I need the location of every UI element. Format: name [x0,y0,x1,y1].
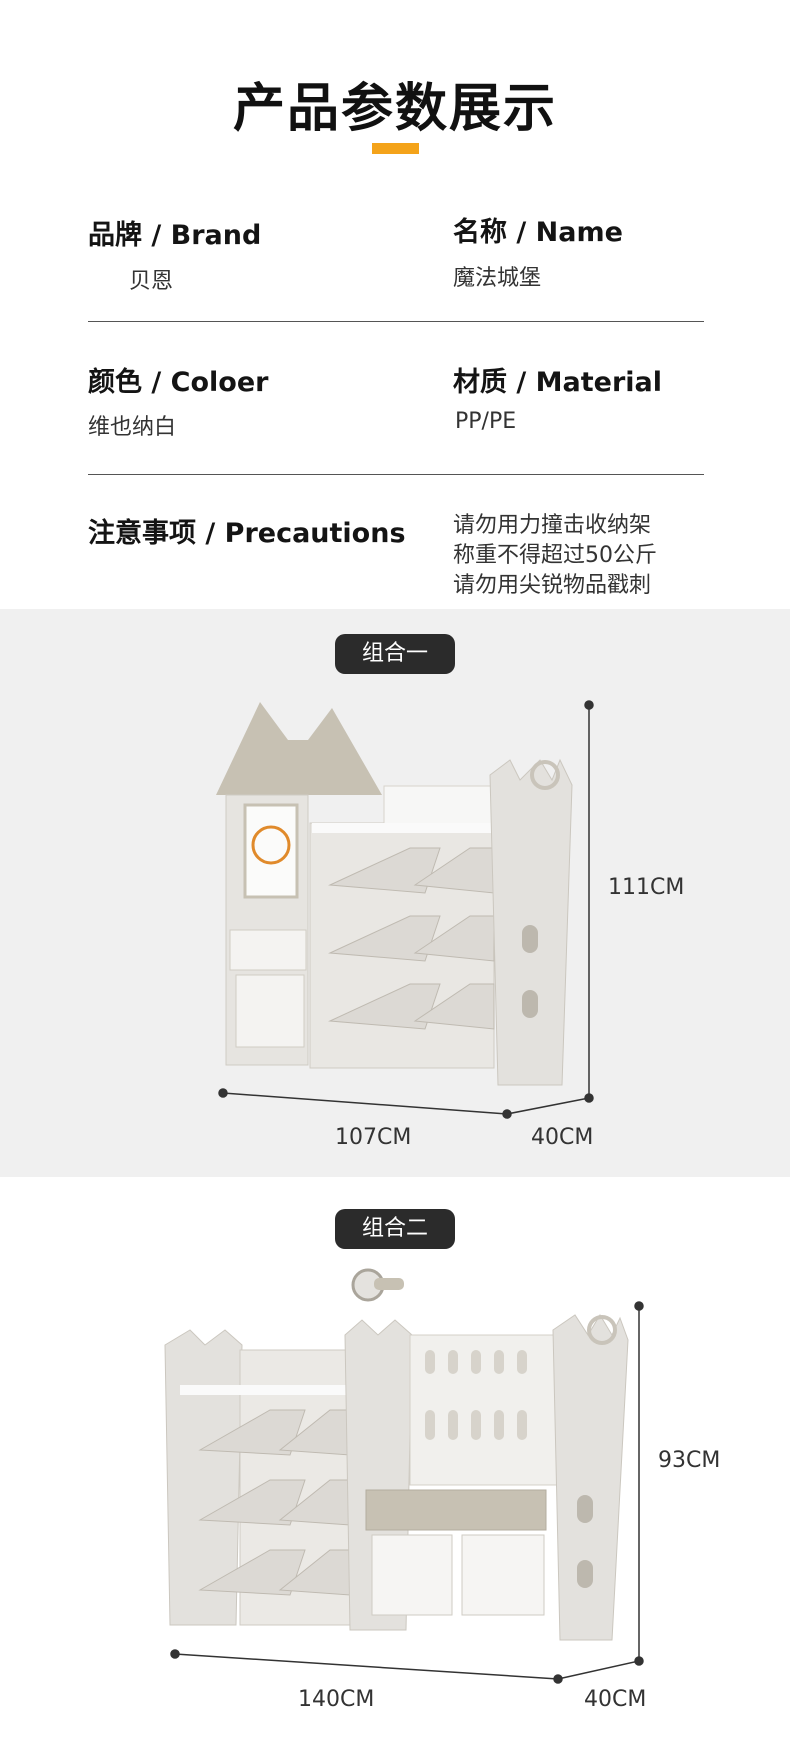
dimension-point [634,1301,644,1311]
dimension-point [584,700,594,710]
dimension-point [218,1088,228,1098]
dimension-point [584,1093,594,1103]
divider [88,321,704,322]
combo-2-shelf-illustration [164,1268,644,1684]
combo-1-badge: 组合一 [335,634,455,674]
top-bin [383,785,495,827]
combo-2-width: 140CM [298,1687,375,1712]
name-label: 名称 / Name [453,217,623,248]
brand-value: 贝恩 [129,269,174,294]
page-title: 产品参数展示 [232,79,557,139]
tower-roof [216,702,382,795]
precautions-list: 请勿用力撞击收纳架 称重不得超过50公斤 请勿用尖锐物品戳刺 [453,511,657,601]
combo-1-shelf-illustration [216,700,594,1119]
combo-2-height: 93CM [658,1448,721,1473]
combo-1-height: 111CM [608,875,685,900]
dimension-point [502,1109,512,1119]
dimension-point [170,1649,180,1659]
precaution-line: 请勿用尖锐物品戳刺 [453,573,652,598]
combo-2-depth: 40CM [584,1687,647,1712]
color-label: 颜色 / Coloer [88,367,269,398]
combo-1-width: 107CM [335,1125,412,1150]
material-label: 材质 / Material [453,367,663,398]
dimension-point [634,1656,644,1666]
combo-1-depth: 40CM [531,1125,594,1150]
precautions-label: 注意事项 / Precautions [88,518,406,549]
dimension-point [553,1674,563,1684]
divider [88,474,704,475]
precaution-line: 称重不得超过50公斤 [453,543,657,568]
name-value: 魔法城堡 [453,266,542,291]
precaution-line: 请勿用力撞击收纳架 [453,513,652,538]
combo-2-badge: 组合二 [335,1209,455,1249]
title-accent-bar [372,143,419,154]
color-value: 维也纳白 [88,415,177,440]
material-value: PP/PE [455,409,517,434]
brand-label: 品牌 / Brand [88,220,262,251]
